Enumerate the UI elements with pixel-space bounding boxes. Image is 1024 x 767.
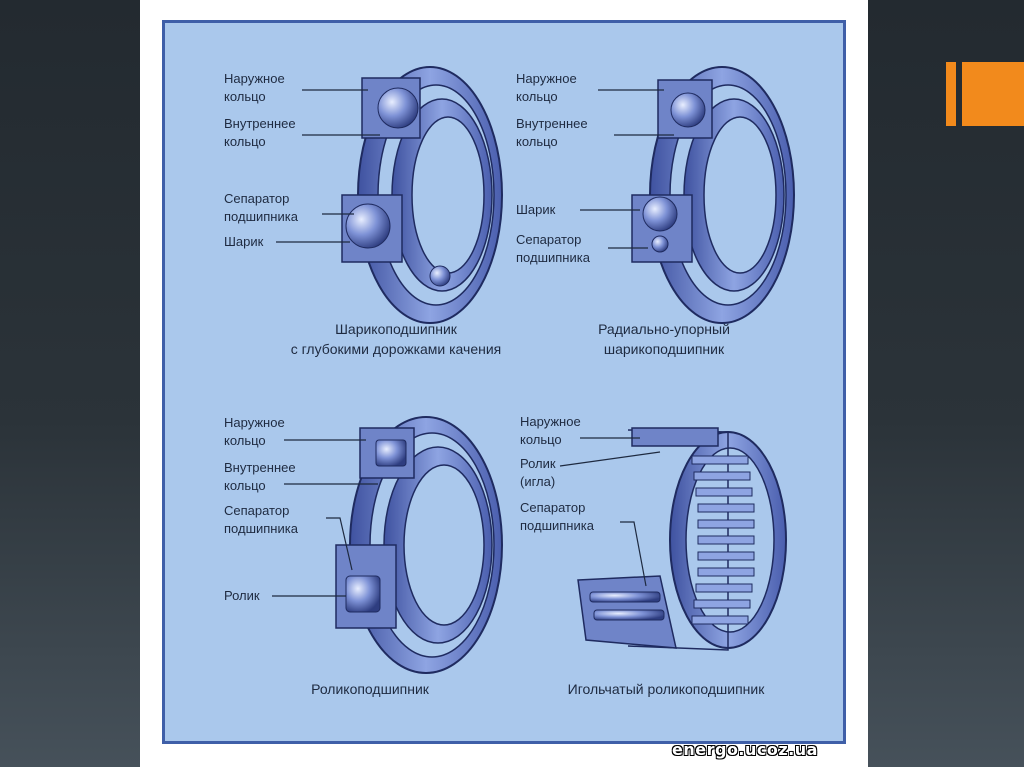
bearing-drawing [577,427,787,651]
bearing-drawing [341,66,503,324]
accent-bar-thin [946,62,956,126]
label-ball: Шарик [224,234,264,249]
label-roller: Ролик [224,588,260,603]
watermark: energo.ucoz.ua [672,740,818,759]
caption-roller-bearing: Роликоподшипник [311,681,430,697]
caption-needle-bearing: Игольчатый роликоподшипник [568,681,766,697]
label-needle-roller: Ролик(игла) [520,456,556,489]
accent-bar-thick [962,62,1024,126]
bearing-drawing [335,416,503,674]
needle-rollers [691,455,755,625]
bearing-drawing [631,66,795,324]
label-ball: Шарик [516,202,556,217]
